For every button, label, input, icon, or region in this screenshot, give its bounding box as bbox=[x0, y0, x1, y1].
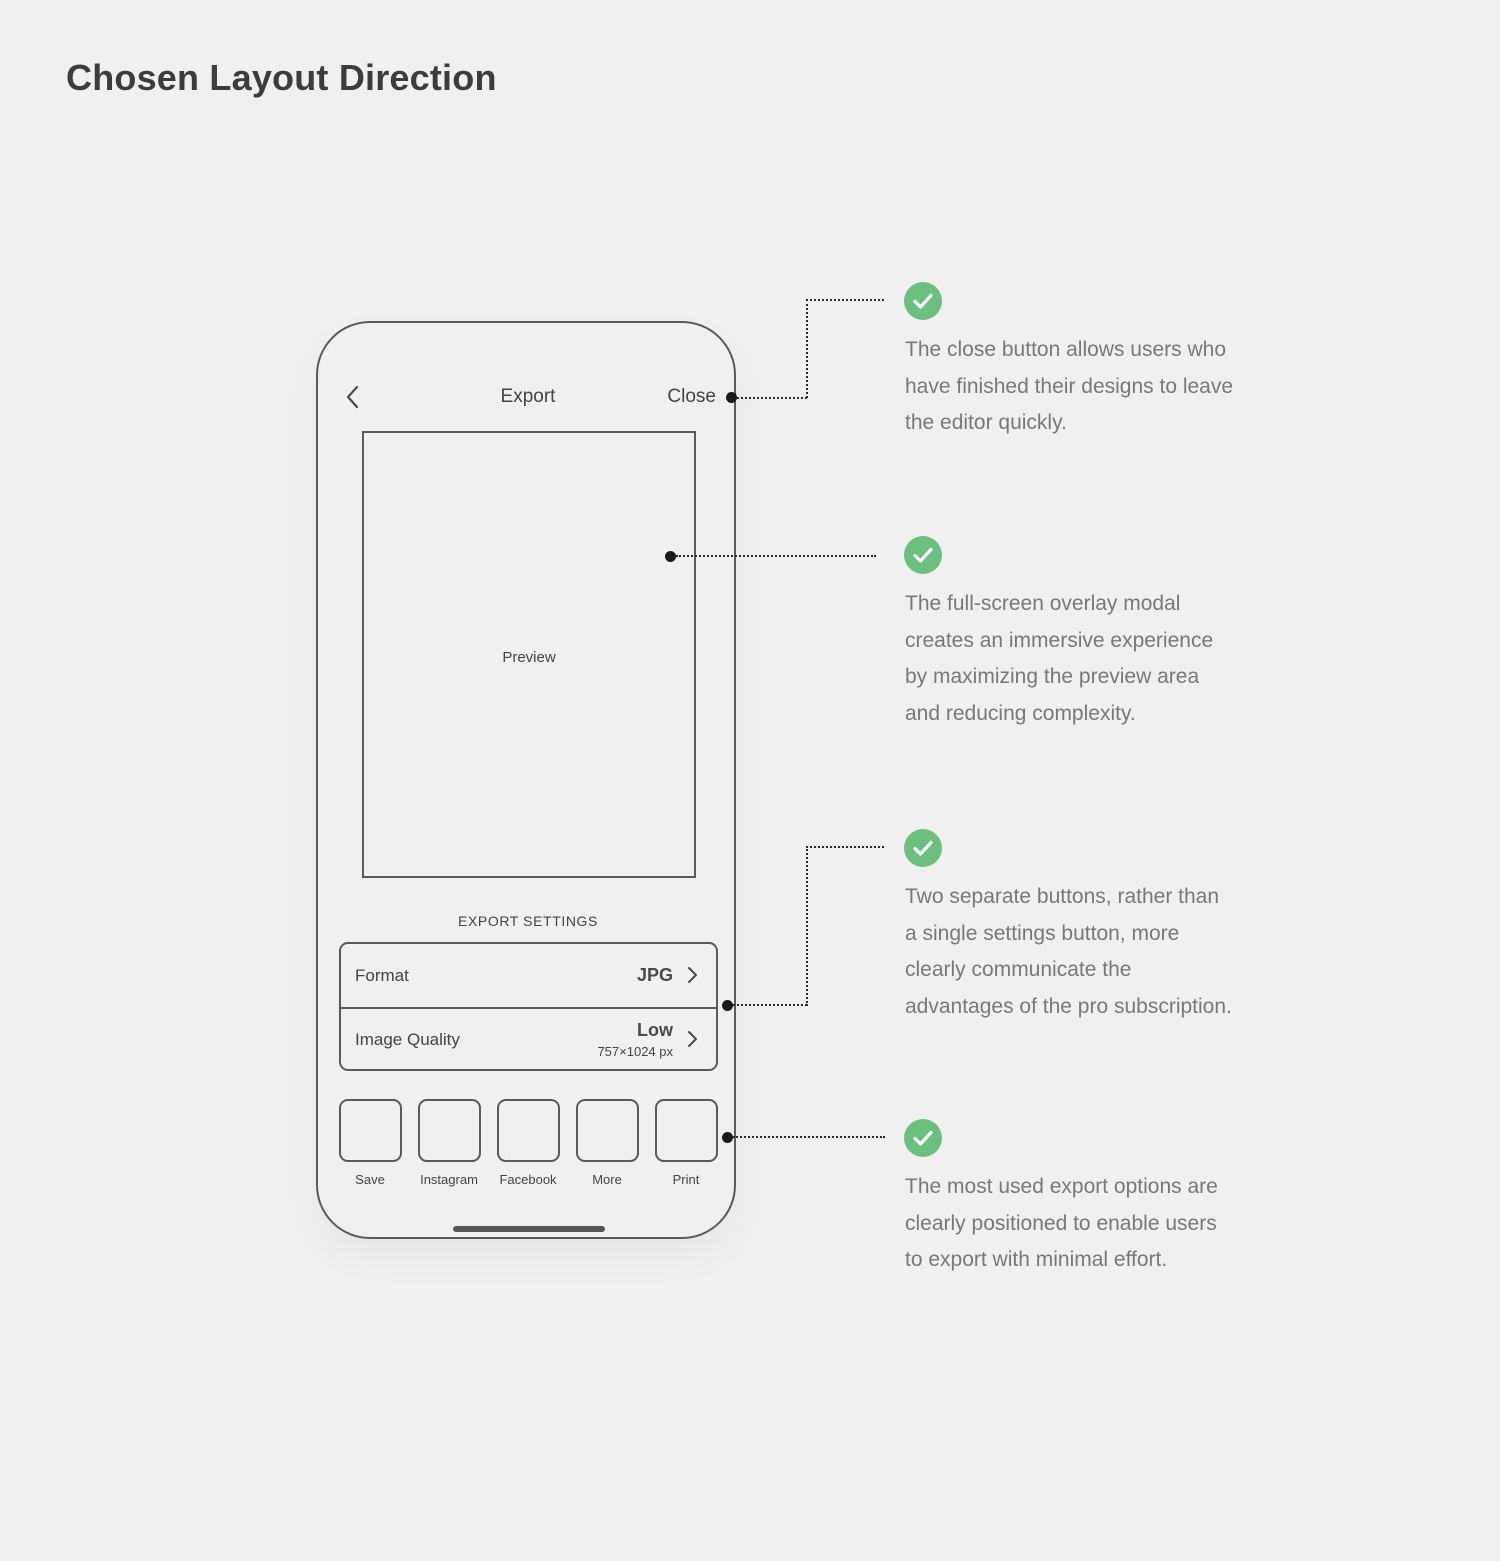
facebook-option-label: Facebook bbox=[499, 1172, 557, 1187]
export-settings-heading: EXPORT SETTINGS bbox=[458, 913, 598, 929]
phone-wireframe: Export Close Preview EXPORT SETTINGS For… bbox=[316, 321, 736, 1239]
check-circle-icon bbox=[904, 282, 942, 320]
check-circle-icon bbox=[904, 1119, 942, 1157]
callout-anchor-dot bbox=[665, 551, 676, 562]
facebook-option-button[interactable] bbox=[497, 1099, 560, 1162]
annotation-fullscreen-modal: The full-screen overlay modal creates an… bbox=[905, 592, 1214, 725]
callout-leader-line bbox=[676, 555, 876, 557]
callout-leader-line bbox=[806, 299, 808, 398]
close-button[interactable]: Close bbox=[667, 386, 716, 407]
annotation-close-button: The close button allows users who have f… bbox=[905, 338, 1234, 435]
image-quality-dimensions: 757×1024 px bbox=[597, 1044, 673, 1059]
check-circle-icon bbox=[904, 536, 942, 574]
more-option-label: More bbox=[592, 1172, 622, 1187]
check-circle-icon bbox=[904, 829, 942, 867]
preview-label: Preview bbox=[502, 649, 556, 666]
callout-anchor-dot bbox=[722, 1132, 733, 1143]
page-title: Chosen Layout Direction bbox=[66, 57, 497, 98]
export-settings-card: Format JPG Image Quality Low 757×1024 px bbox=[339, 942, 718, 1071]
format-label: Format bbox=[355, 966, 409, 985]
annotation-separate-buttons: Two separate buttons, rather than a sing… bbox=[905, 885, 1232, 1018]
home-indicator bbox=[453, 1226, 605, 1232]
callout-anchor-dot bbox=[726, 392, 737, 403]
image-quality-setting-row[interactable]: Image Quality Low 757×1024 px bbox=[341, 1008, 716, 1071]
image-quality-value: Low bbox=[637, 1020, 673, 1040]
callout-leader-line bbox=[733, 1136, 885, 1138]
print-option-button[interactable] bbox=[655, 1099, 718, 1162]
instagram-option-button[interactable] bbox=[418, 1099, 481, 1162]
format-setting-row[interactable]: Format JPG bbox=[341, 944, 716, 1009]
callout-leader-line bbox=[806, 846, 884, 848]
chevron-right-icon bbox=[686, 1029, 698, 1049]
print-option-label: Print bbox=[672, 1172, 700, 1187]
format-value: JPG bbox=[636, 965, 673, 985]
chevron-right-icon bbox=[686, 965, 698, 985]
save-option-button[interactable] bbox=[339, 1099, 402, 1162]
callout-leader-line bbox=[733, 1004, 807, 1006]
image-quality-label: Image Quality bbox=[355, 1030, 460, 1049]
chevron-left-icon[interactable] bbox=[342, 383, 362, 411]
annotation-export-options: The most used export options are clearly… bbox=[905, 1175, 1218, 1272]
callout-leader-line bbox=[806, 846, 808, 1006]
callout-leader-line bbox=[806, 299, 884, 301]
preview-area: Preview bbox=[362, 431, 696, 878]
instagram-option-label: Instagram bbox=[420, 1172, 478, 1187]
more-option-button[interactable] bbox=[576, 1099, 639, 1162]
screen-title: Export bbox=[500, 386, 556, 407]
save-option-label: Save bbox=[355, 1172, 385, 1187]
callout-leader-line bbox=[737, 397, 807, 399]
callout-anchor-dot bbox=[722, 1000, 733, 1011]
